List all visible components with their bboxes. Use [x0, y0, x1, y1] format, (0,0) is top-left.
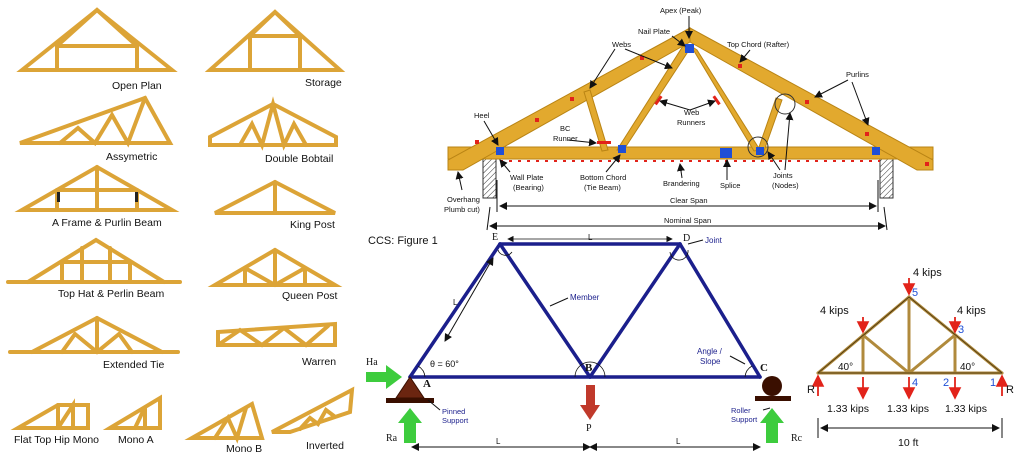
truss-label-open-plan: Open Plan [112, 80, 162, 92]
node-3: 3 [958, 324, 964, 336]
truss-label-extended-tie: Extended Tie [103, 359, 164, 371]
label-top-chord: Top Chord (Rafter) [727, 40, 790, 49]
truss-label-double-bobtail: Double Bobtail [265, 153, 333, 165]
label-splice: Splice [720, 181, 740, 190]
angle-right: 40° [960, 362, 975, 373]
label-bc-runner-line1: BC [560, 124, 571, 133]
truss-a-frame-drawing [14, 164, 180, 212]
len-bottom-left: L [496, 437, 501, 446]
node-e: E [492, 232, 498, 243]
bottom-load-3: 1.33 kips [945, 403, 987, 415]
node-4: 4 [912, 377, 918, 389]
label-bottom-chord-line2: (Tie Beam) [584, 183, 621, 192]
node-b: B [585, 362, 593, 374]
label-apex: Apex (Peak) [660, 6, 702, 15]
truss-label-top-hat: Top Hat & Perlin Beam [58, 288, 164, 300]
load-p-arrow [580, 385, 600, 420]
bottom-load-1: 1.33 kips [827, 403, 869, 415]
label-angle-line2: Slope [700, 357, 721, 366]
ccs-figure-1: CCS: Figure 1 [366, 232, 803, 451]
load-right: 4 kips [957, 305, 986, 317]
truss-assymetric-drawing [19, 95, 174, 148]
label-wall-plate-line1: Wall Plate [510, 173, 543, 182]
span-10ft: 10 ft [898, 437, 919, 449]
truss-king-post-drawing [214, 179, 336, 215]
angle-left: 40° [838, 362, 853, 373]
truss-label-mono-b: Mono B [226, 443, 262, 455]
label-pinned-line2: Support [442, 416, 469, 425]
truss-open-plan-drawing [16, 7, 178, 72]
ha-arrow [366, 365, 402, 389]
truss-extended-tie-drawing [8, 315, 180, 355]
reaction-left: R [807, 384, 815, 396]
label-p: P [586, 423, 592, 434]
truss-warren-drawing [216, 321, 337, 348]
label-theta: θ = 60° [430, 359, 459, 369]
label-webs: Webs [612, 40, 631, 49]
truss-mono-b-drawing [184, 401, 265, 444]
truss-flat-top-hip-mono-drawing [10, 398, 90, 430]
node-5: 5 [912, 287, 918, 299]
load-left: 4 kips [820, 305, 849, 317]
node-1: 1 [990, 377, 996, 389]
truss-label-queen-post: Queen Post [282, 290, 338, 302]
truss-label-assymetric: Assymetric [106, 151, 157, 163]
label-roller-line2: Support [731, 415, 758, 424]
loaded-truss-diagram: 4 kips 4 kips 4 kips 5 3 4 2 1 40° 40° R… [807, 267, 1014, 449]
label-nominal-span: Nominal Span [664, 216, 711, 225]
label-bottom-chord-line1: Bottom Chord [580, 173, 626, 182]
label-joints-line2: (Nodes) [772, 181, 799, 190]
label-brandering: Brandering [663, 179, 700, 188]
node-2: 2 [943, 377, 949, 389]
label-web-runners-line1: Web [684, 108, 699, 117]
node-d: D [683, 233, 690, 244]
label-purlins: Purlins [846, 70, 869, 79]
truss-double-bobtail-drawing [208, 96, 338, 151]
label-clear-span: Clear Span [670, 196, 708, 205]
truss-label-storage: Storage [305, 77, 342, 89]
truss-label-mono-a: Mono A [118, 434, 154, 446]
truss-label-inverted: Inverted [306, 440, 344, 452]
load-top: 4 kips [913, 267, 942, 279]
truss-storage-drawing [204, 9, 346, 72]
truss-top-hat-drawing [6, 237, 182, 284]
label-ha: Ha [366, 357, 378, 368]
label-overhang-line2: Plumb cut) [444, 205, 480, 214]
ra-arrow [398, 408, 422, 443]
label-rc: Rc [791, 433, 803, 444]
label-ra: Ra [386, 433, 398, 444]
reaction-right: R [1006, 384, 1014, 396]
label-overhang-line1: Overhang [447, 195, 480, 204]
node-a: A [423, 378, 431, 390]
label-member: Member [570, 293, 600, 302]
ccs-title: CCS: Figure 1 [368, 235, 438, 247]
label-joint: Joint [705, 236, 723, 245]
len-top: L [588, 233, 593, 242]
label-heel: Heel [474, 111, 490, 120]
bottom-load-2: 1.33 kips [887, 403, 929, 415]
truss-anatomy-diagram: Apex (Peak) Nail Plate Webs Top Chord (R… [444, 6, 934, 231]
label-roller-line1: Roller [731, 406, 751, 415]
label-nail-plate: Nail Plate [638, 27, 670, 36]
label-web-runners-line2: Runners [677, 118, 706, 127]
len-bottom-right: L [676, 437, 681, 446]
truss-mono-a-drawing [102, 394, 162, 430]
label-joints-line1: Joints [773, 171, 793, 180]
label-angle-line1: Angle / [697, 347, 723, 356]
truss-queen-post-drawing [207, 247, 343, 288]
label-bc-runner-line2: Runner [553, 134, 578, 143]
truss-inverted-drawing [271, 386, 355, 434]
truss-label-a-frame: A Frame & Purlin Beam [52, 217, 162, 229]
label-wall-plate-line2: (Bearing) [513, 183, 544, 192]
truss-label-warren: Warren [302, 356, 336, 368]
truss-type-catalogue: Open Plan Storage Assymetric Double Bobt… [6, 7, 355, 455]
len-side: L [453, 298, 458, 307]
label-pinned-line1: Pinned [442, 407, 465, 416]
truss-label-king-post: King Post [290, 219, 335, 231]
truss-label-flat-top-hip-mono: Flat Top Hip Mono [14, 434, 99, 446]
node-c: C [760, 362, 768, 374]
rc-arrow [760, 408, 784, 443]
